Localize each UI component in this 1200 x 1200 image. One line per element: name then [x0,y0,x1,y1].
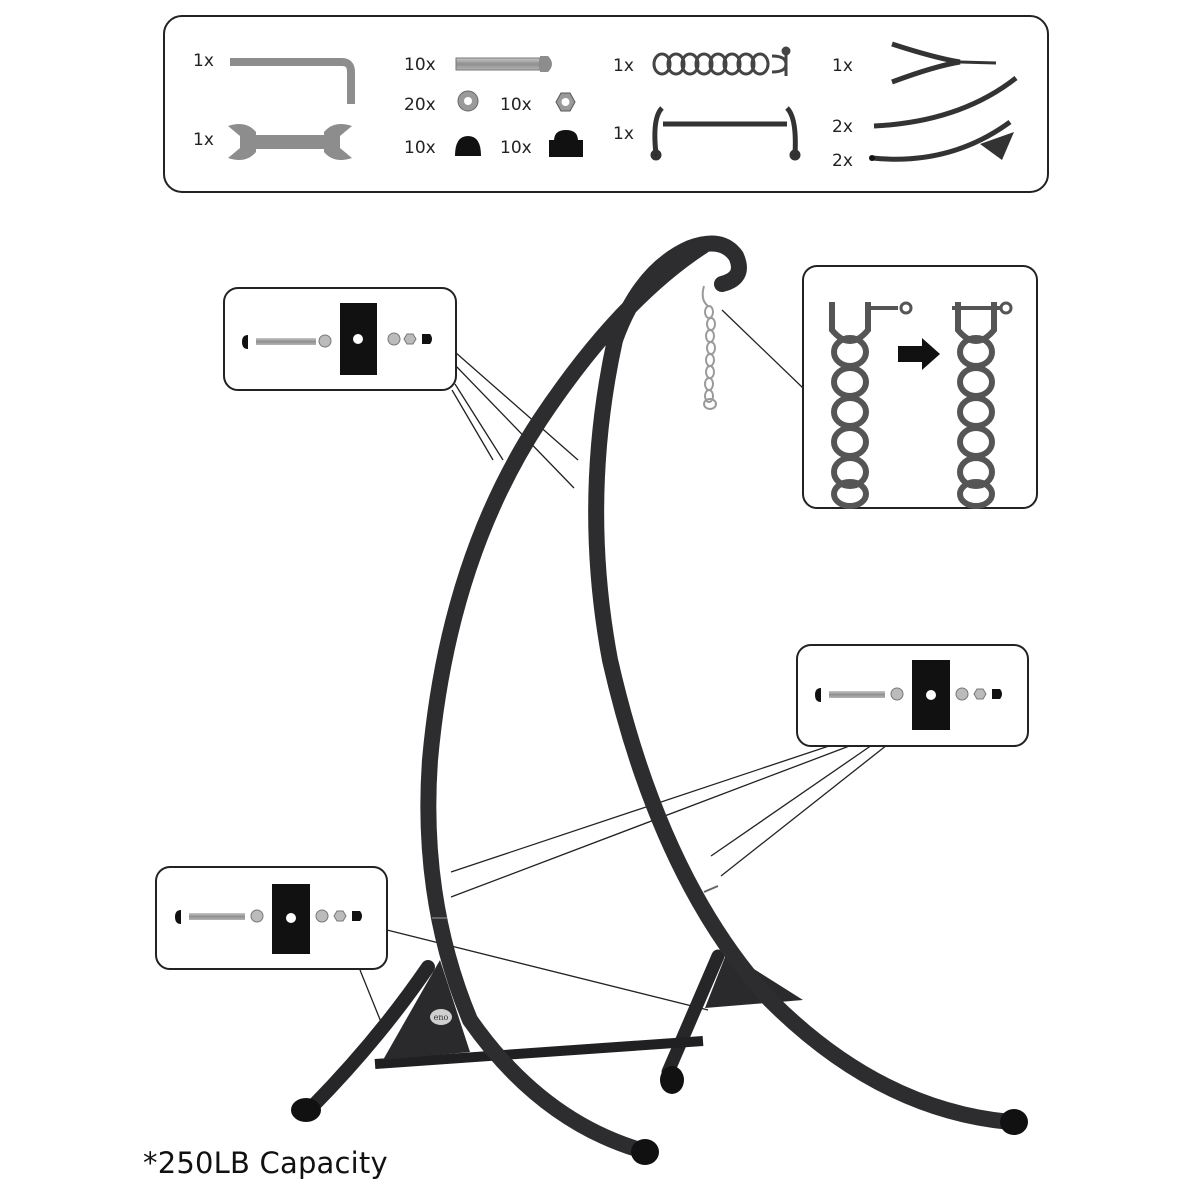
rear-arc-qty: 2x [832,151,853,171]
allen-key-icon [230,58,355,104]
arrow-right-icon [898,338,940,370]
brand-badge: eno [430,1009,452,1025]
chain-with-shackle-icon [652,46,791,76]
hammock-stand: eno [291,235,1028,1165]
shackle-detail-callout [802,265,1038,509]
end-cap-qty: 10x [404,138,436,158]
bolt-assembly-callout-top [223,287,457,391]
front-arc-qty: 2x [832,117,853,137]
washer-icon [457,90,479,112]
wrench-icon [228,124,352,160]
cap-nut-icon [549,130,583,157]
wrench-qty: 1x [193,130,214,150]
cap-nut-qty: 10x [500,138,532,158]
front-arc-tube-icon [873,76,1018,129]
allen-key-qty: 1x [193,51,214,71]
crossbar-qty: 1x [613,124,634,144]
brand-mark: eno [434,1013,449,1022]
bolt-qty: 10x [404,55,436,75]
bolt-assembly-callout-bottom [155,866,388,970]
end-cap-icon [455,136,481,156]
capacity-caption: *250LB Capacity [143,1146,388,1180]
chain-qty: 1x [613,56,634,76]
base-crossbar-icon [650,106,801,161]
hex-nut-icon [555,92,576,112]
hook-arch-qty: 1x [832,56,853,76]
washer-qty: 20x [404,95,436,115]
bolt-icon [455,56,552,72]
parts-list-panel: 1x 1x 10x 20x 10x 10x [163,15,1049,193]
top-hook-arch-icon [891,41,997,85]
bolt-assembly-callout-right [796,644,1029,747]
hanging-chain [701,285,717,410]
hex-nut-qty: 10x [500,95,532,115]
rear-arc-tube-icon [869,119,1014,162]
